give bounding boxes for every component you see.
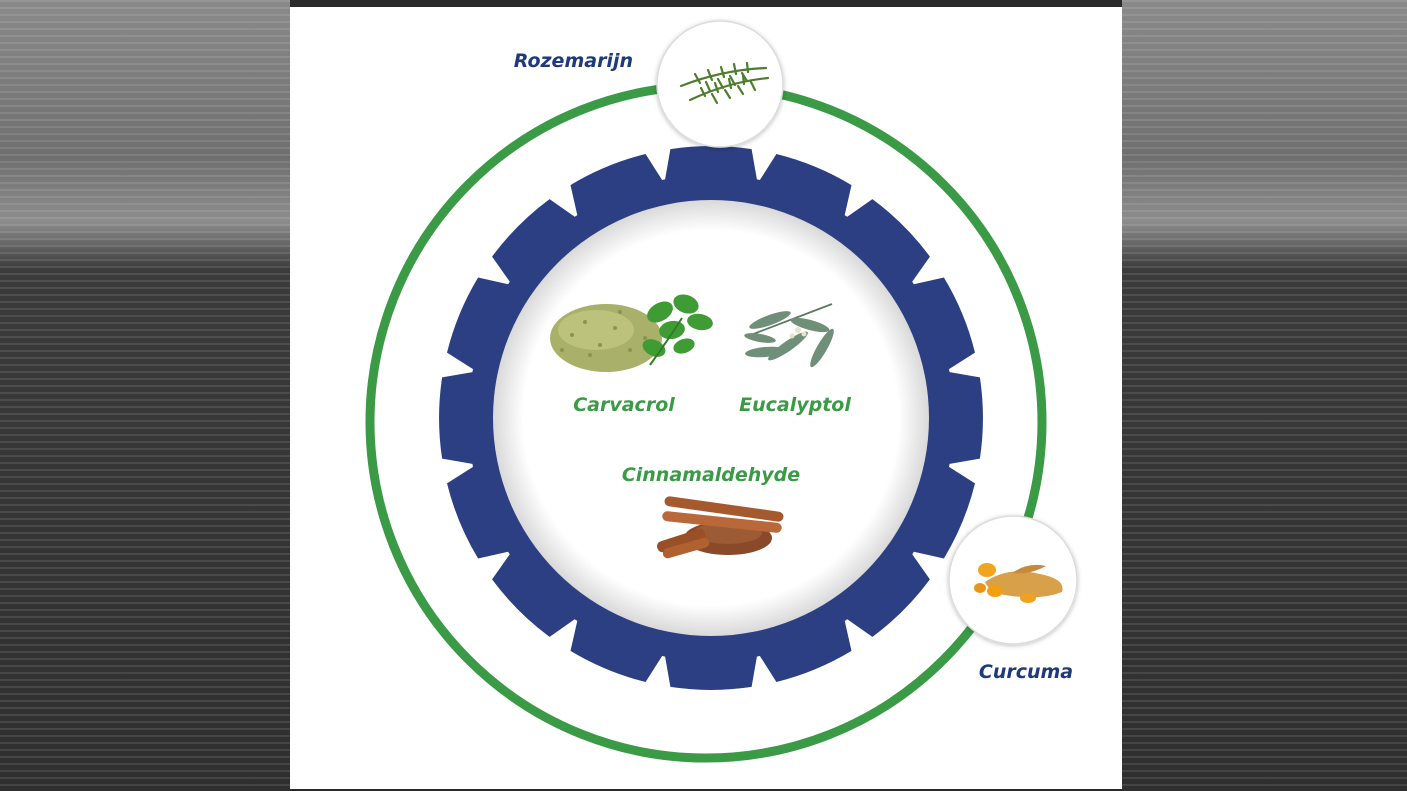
label-curcuma: Curcuma <box>979 661 1073 683</box>
gear-inner-area <box>493 200 929 636</box>
label-cinnamaldehyde: Cinnamaldehyde <box>622 464 800 486</box>
oregano-icon <box>550 294 713 372</box>
turmeric-icon <box>974 563 1063 603</box>
background-right <box>1122 0 1407 791</box>
cinnamon-icon <box>656 496 784 559</box>
rosemary-node <box>656 20 784 148</box>
rosemary-icon <box>679 61 770 105</box>
eucalyptus-icon <box>744 303 834 368</box>
label-rozemarijn: Rozemarijn <box>514 50 633 72</box>
label-carvacrol: Carvacrol <box>573 394 675 416</box>
label-eucalyptol: Eucalyptol <box>739 394 851 416</box>
background-left <box>0 0 290 791</box>
turmeric-node <box>948 515 1078 645</box>
